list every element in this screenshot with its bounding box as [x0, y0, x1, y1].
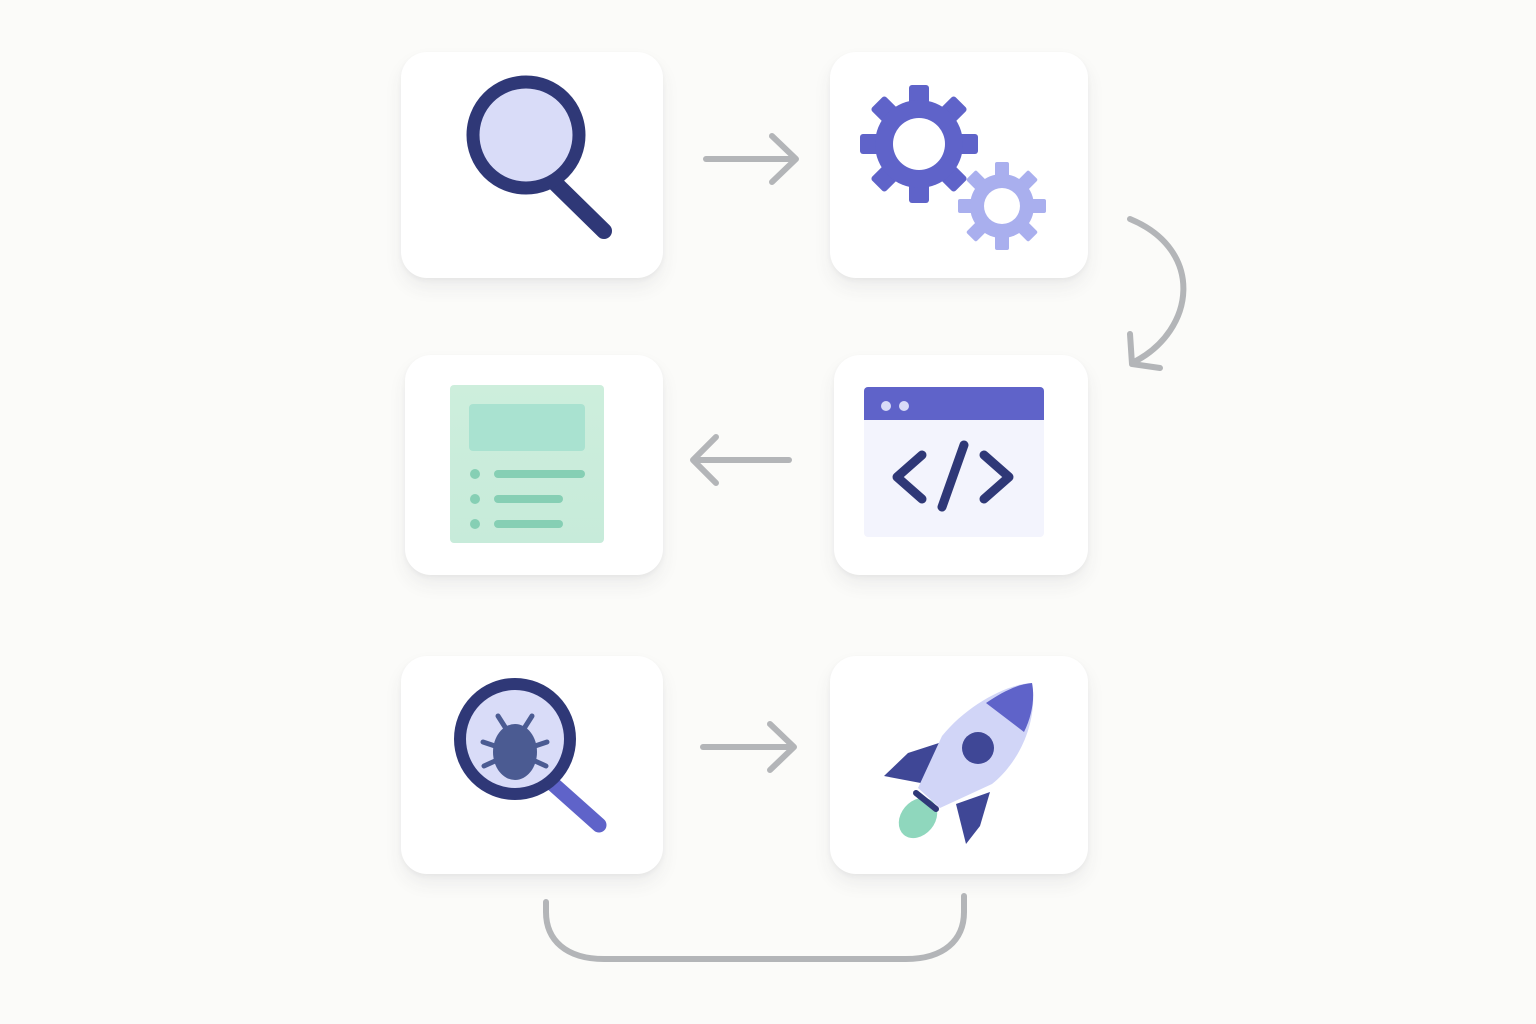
arrow-configure-to-develop — [1127, 216, 1187, 371]
magnifier-icon — [466, 75, 612, 239]
step-card-research — [401, 52, 663, 278]
arrow-develop-to-document — [690, 434, 792, 486]
step-card-launch — [830, 656, 1088, 874]
step-card-document — [405, 355, 663, 575]
document-list-icon — [450, 385, 604, 543]
code-window-icon — [864, 387, 1044, 537]
gears-icon — [860, 85, 1046, 250]
arrow-research-to-configure — [703, 133, 799, 185]
large-gear-icon — [860, 85, 978, 203]
step-card-debug — [401, 656, 663, 874]
step-card-develop — [834, 355, 1088, 575]
bug-search-icon — [454, 678, 607, 833]
small-gear-icon — [958, 162, 1046, 250]
arrow-debug-to-launch — [700, 721, 797, 773]
step-card-configure — [830, 52, 1088, 278]
bracket-connector — [543, 893, 967, 962]
bug-icon — [480, 713, 550, 780]
rocket-icon — [884, 683, 1034, 844]
